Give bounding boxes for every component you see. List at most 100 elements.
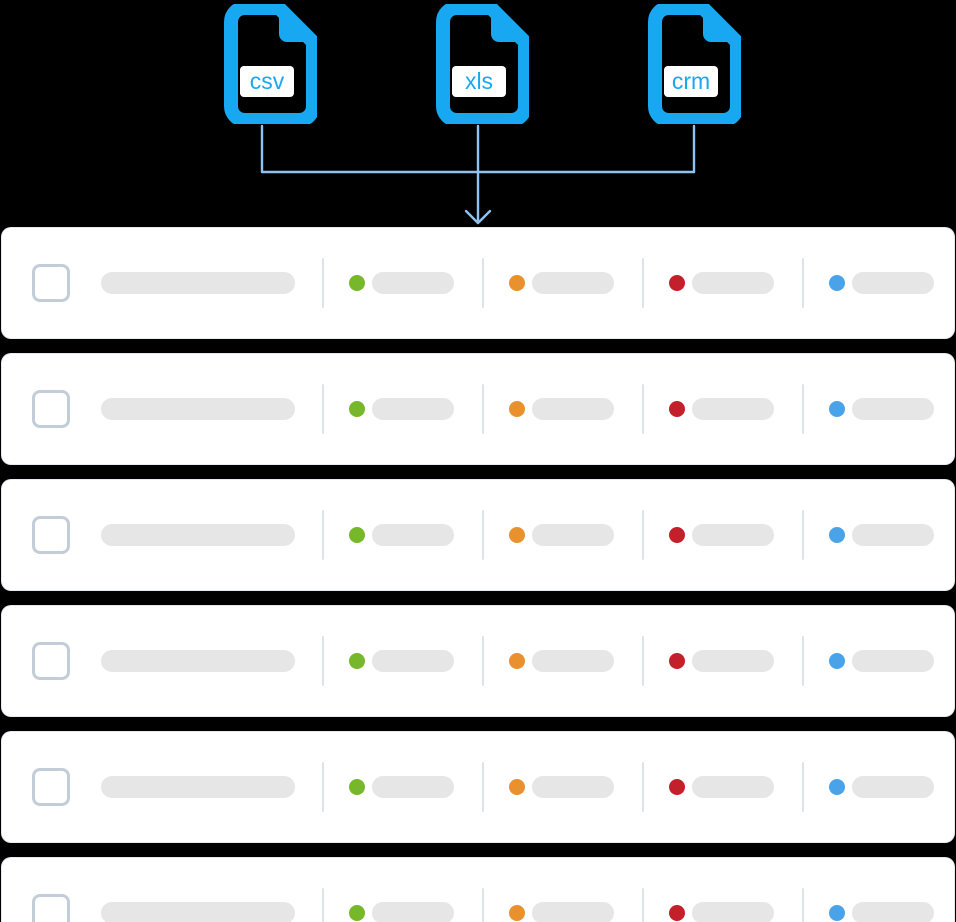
row-select-checkbox[interactable] xyxy=(32,390,70,428)
status-orange-dot-icon xyxy=(509,779,525,795)
status-blue-placeholder xyxy=(852,776,934,798)
connector-lines-svg xyxy=(260,124,696,225)
column-divider xyxy=(642,258,644,308)
table-row-1[interactable] xyxy=(2,228,954,338)
status-orange-placeholder xyxy=(532,272,614,294)
status-green-dot-icon xyxy=(349,527,365,543)
record-name-placeholder xyxy=(101,902,295,922)
column-divider xyxy=(642,762,644,812)
status-green-dot-icon xyxy=(349,401,365,417)
column-divider xyxy=(322,258,324,308)
import-flow-connector xyxy=(0,120,956,235)
imported-records-table xyxy=(0,228,956,922)
document-outline-icon xyxy=(436,4,529,124)
column-divider xyxy=(642,510,644,560)
column-divider xyxy=(482,636,484,686)
status-orange-dot-icon xyxy=(509,401,525,417)
row-content xyxy=(2,732,954,842)
column-divider xyxy=(322,636,324,686)
column-divider xyxy=(642,888,644,922)
row-content xyxy=(2,606,954,716)
row-select-checkbox[interactable] xyxy=(32,264,70,302)
status-red-dot-icon xyxy=(669,653,685,669)
status-blue-dot-icon xyxy=(829,905,845,921)
status-green-dot-icon xyxy=(349,779,365,795)
table-row-6[interactable] xyxy=(2,858,954,922)
status-blue-placeholder xyxy=(852,398,934,420)
column-divider xyxy=(322,762,324,812)
document-outline-icon xyxy=(648,4,741,124)
column-divider xyxy=(802,258,804,308)
status-red-dot-icon xyxy=(669,905,685,921)
status-orange-placeholder xyxy=(532,398,614,420)
status-orange-dot-icon xyxy=(509,275,525,291)
column-divider xyxy=(802,888,804,922)
source-files-row: csv xls crm xyxy=(0,0,956,128)
xls-file-icon[interactable]: xls xyxy=(429,4,529,124)
row-content xyxy=(2,228,954,338)
file-extension-label: crm xyxy=(664,66,718,97)
status-red-placeholder xyxy=(692,524,774,546)
status-red-placeholder xyxy=(692,272,774,294)
status-orange-dot-icon xyxy=(509,653,525,669)
record-name-placeholder xyxy=(101,272,295,294)
column-divider xyxy=(642,636,644,686)
document-outline-icon xyxy=(224,4,317,124)
column-divider xyxy=(482,384,484,434)
column-divider xyxy=(802,510,804,560)
status-green-placeholder xyxy=(372,776,454,798)
status-red-placeholder xyxy=(692,776,774,798)
row-select-checkbox[interactable] xyxy=(32,768,70,806)
status-red-dot-icon xyxy=(669,275,685,291)
table-row-2[interactable] xyxy=(2,354,954,464)
status-orange-dot-icon xyxy=(509,527,525,543)
status-green-placeholder xyxy=(372,650,454,672)
status-blue-dot-icon xyxy=(829,653,845,669)
status-orange-placeholder xyxy=(532,902,614,922)
crm-file-icon[interactable]: crm xyxy=(641,4,741,124)
status-green-dot-icon xyxy=(349,653,365,669)
file-extension-label: csv xyxy=(240,66,294,97)
status-blue-placeholder xyxy=(852,524,934,546)
record-name-placeholder xyxy=(101,776,295,798)
row-select-checkbox[interactable] xyxy=(32,894,70,922)
status-green-dot-icon xyxy=(349,275,365,291)
row-content xyxy=(2,354,954,464)
table-row-5[interactable] xyxy=(2,732,954,842)
status-green-placeholder xyxy=(372,524,454,546)
column-divider xyxy=(482,510,484,560)
row-content xyxy=(2,480,954,590)
status-blue-placeholder xyxy=(852,272,934,294)
status-orange-dot-icon xyxy=(509,905,525,921)
status-green-dot-icon xyxy=(349,905,365,921)
record-name-placeholder xyxy=(101,524,295,546)
status-red-dot-icon xyxy=(669,401,685,417)
status-blue-dot-icon xyxy=(829,527,845,543)
status-red-placeholder xyxy=(692,398,774,420)
status-blue-dot-icon xyxy=(829,275,845,291)
column-divider xyxy=(322,510,324,560)
status-red-placeholder xyxy=(692,902,774,922)
row-select-checkbox[interactable] xyxy=(32,516,70,554)
column-divider xyxy=(802,762,804,812)
arrow-down-icon xyxy=(464,209,492,225)
column-divider xyxy=(482,258,484,308)
status-green-placeholder xyxy=(372,398,454,420)
status-blue-placeholder xyxy=(852,902,934,922)
column-divider xyxy=(802,636,804,686)
status-red-placeholder xyxy=(692,650,774,672)
status-blue-dot-icon xyxy=(829,401,845,417)
row-content xyxy=(2,858,954,922)
csv-file-icon[interactable]: csv xyxy=(217,4,317,124)
table-row-3[interactable] xyxy=(2,480,954,590)
column-divider xyxy=(322,888,324,922)
column-divider xyxy=(642,384,644,434)
status-orange-placeholder xyxy=(532,650,614,672)
status-green-placeholder xyxy=(372,272,454,294)
row-select-checkbox[interactable] xyxy=(32,642,70,680)
status-orange-placeholder xyxy=(532,524,614,546)
status-red-dot-icon xyxy=(669,779,685,795)
status-blue-dot-icon xyxy=(829,779,845,795)
table-row-4[interactable] xyxy=(2,606,954,716)
